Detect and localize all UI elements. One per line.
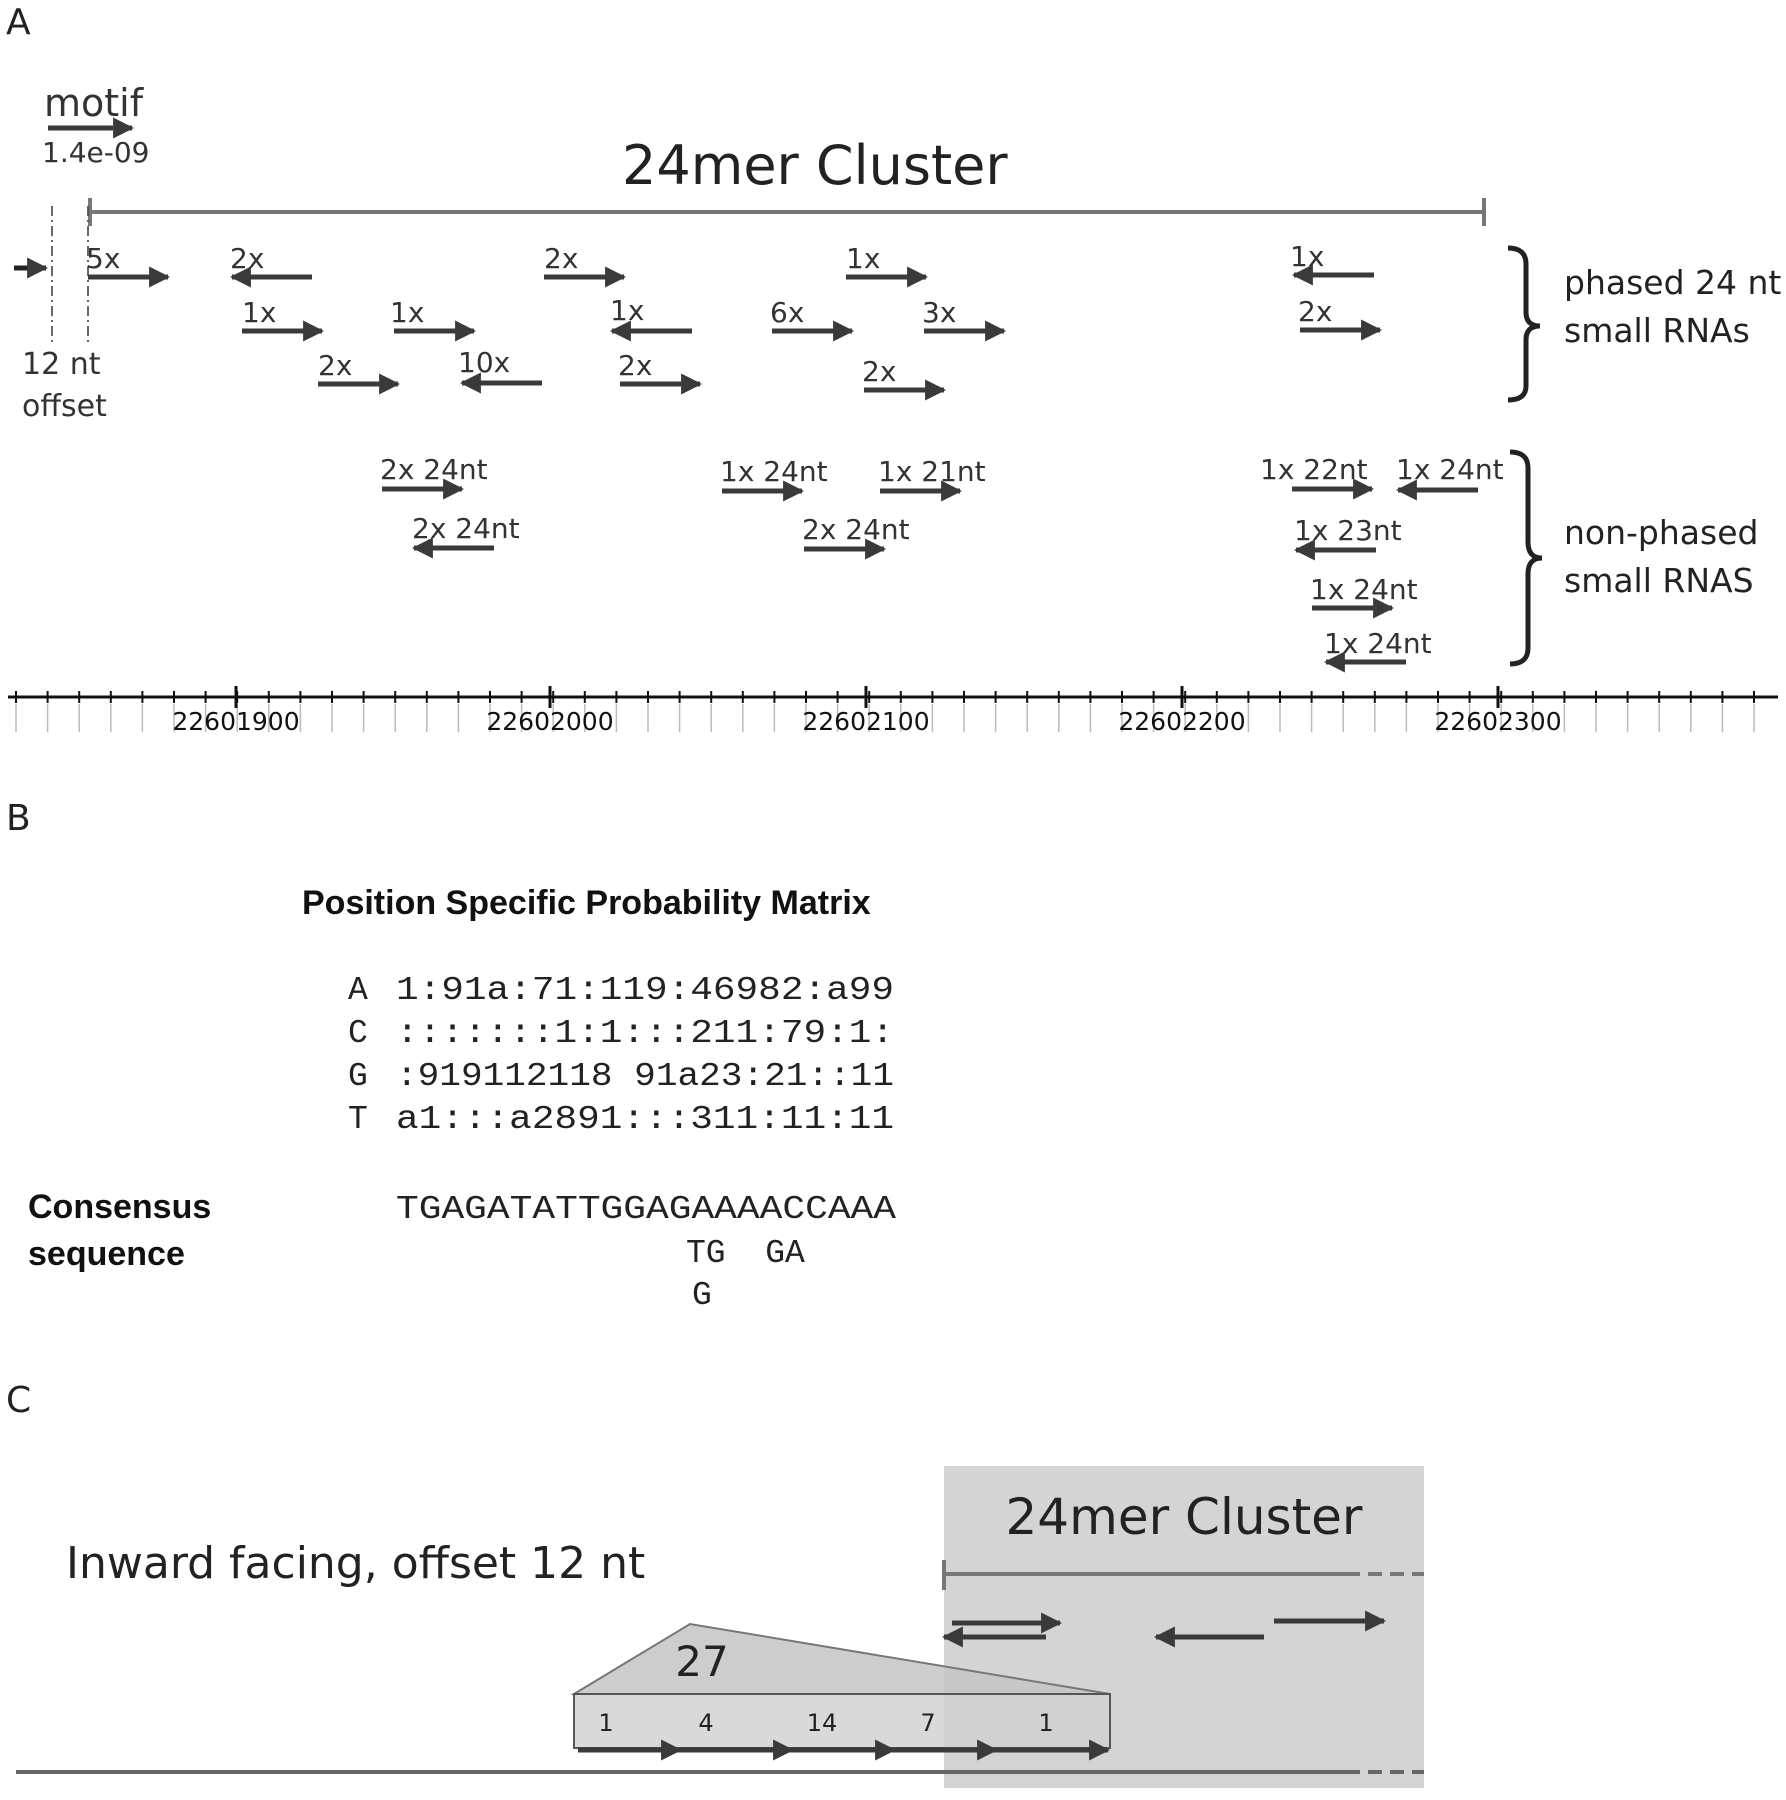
axis-tick-label: 22602000: [486, 707, 613, 736]
phased-count-label: 1x: [846, 242, 880, 275]
phased-count-label: 5x: [86, 242, 120, 275]
matrix-row-base: C: [348, 1015, 368, 1052]
phased-bracket-label-line2: small RNAs: [1564, 311, 1750, 350]
nonphased-bracket-label-line2: small RNAS: [1564, 561, 1754, 600]
cluster-region-title: 24mer Cluster: [1005, 1488, 1362, 1546]
nonphased-label: 1x 24nt: [720, 455, 828, 488]
orientation-label: Inward facing, offset 12 nt: [66, 1538, 645, 1589]
non-phased-small-rnas: 2x 24nt 2x 24nt 1x 24nt 1x 21nt 2x 24nt …: [380, 453, 1504, 673]
panel-c: C 24mer Cluster Inward facing, offset 12…: [6, 1380, 1424, 1788]
phased-count-label: 1x: [610, 294, 644, 327]
nonphased-bracket-label-line1: non-phased: [1564, 513, 1758, 552]
phased-bracket-label-line1: phased 24 nt: [1564, 263, 1781, 302]
cluster-title: 24mer Cluster: [622, 134, 1008, 197]
phased-small-rnas: 5x 2x 2x 1x 1x 1x 1x 1x 6x 3x 2x 2x: [86, 240, 1383, 401]
consensus-alternative-line1: TG GA: [686, 1235, 805, 1272]
motif-instances-box: [573, 1693, 1111, 1749]
matrix-row-base: A: [348, 972, 368, 1009]
motif-total-count: 27: [675, 1637, 728, 1686]
phased-count-label: 2x: [544, 242, 578, 275]
phased-count-label: 2x: [862, 355, 896, 388]
nonphased-bracket: [1509, 449, 1543, 667]
panel-b: B Position Specific Probability Matrix A…: [6, 798, 896, 1314]
panel-b-label: B: [6, 798, 31, 839]
axis-tick-label: 22601900: [172, 707, 299, 736]
motif-segment-count: 4: [698, 1709, 713, 1737]
nonphased-label: 1x 21nt: [878, 455, 986, 488]
phased-count-label: 2x: [230, 242, 264, 275]
panel-c-label: C: [6, 1380, 31, 1421]
genome-axis: 22601900 22602000 22602100 22602200 2260…: [8, 686, 1778, 736]
consensus-alternative-line2: G: [692, 1277, 712, 1314]
phased-count-label: 1x: [1290, 240, 1324, 273]
consensus-sequence: TGAGATATTGGAGAAAACCAAA: [396, 1191, 896, 1228]
motif-segment-count: 1: [598, 1709, 613, 1737]
phased-count-label: 3x: [922, 296, 956, 329]
consensus-label-line2: sequence: [28, 1235, 185, 1273]
matrix-row-values: :919112118 91a23:21::11: [396, 1058, 894, 1095]
phased-count-label: 10x: [458, 346, 510, 379]
axis-tick-label: 22602200: [1118, 707, 1245, 736]
nonphased-label: 1x 23nt: [1294, 514, 1402, 547]
phased-count-label: 1x: [390, 296, 424, 329]
probability-matrix: A 1:91a:71:119:46982:a99 C :::::::1:1:::…: [348, 972, 894, 1138]
nonphased-label: 2x 24nt: [380, 453, 488, 486]
phased-count-label: 2x: [618, 349, 652, 382]
nonphased-label: 1x 24nt: [1310, 573, 1418, 606]
phased-count-label: 2x: [318, 349, 352, 382]
nonphased-label: 2x 24nt: [412, 512, 520, 545]
nonphased-label: 1x 24nt: [1396, 453, 1504, 486]
nonphased-label: 2x 24nt: [802, 513, 910, 546]
matrix-row-values: :::::::1:1:::211:79:1:: [396, 1015, 894, 1052]
matrix-row-base: G: [348, 1058, 368, 1095]
motif-segment-count: 1: [1038, 1709, 1053, 1737]
matrix-title: Position Specific Probability Matrix: [302, 884, 871, 922]
nonphased-label: 1x 24nt: [1324, 627, 1432, 660]
motif-label: motif: [44, 81, 145, 125]
matrix-row-base: T: [348, 1101, 368, 1138]
motif-segment-count: 14: [807, 1709, 838, 1737]
phased-count-label: 6x: [770, 296, 804, 329]
axis-tick-label: 22602300: [1434, 707, 1561, 736]
matrix-row-values: 1:91a:71:119:46982:a99: [396, 972, 894, 1009]
motif-pvalue: 1.4e-09: [42, 136, 150, 169]
phased-count-label: 2x: [1298, 295, 1332, 328]
panel-a-label: A: [6, 2, 31, 43]
nonphased-label: 1x 22nt: [1260, 453, 1368, 486]
motif-segment-count: 7: [920, 1709, 935, 1737]
phased-count-label: 1x: [242, 296, 276, 329]
offset-label-line1: 12 nt: [22, 347, 101, 382]
matrix-row-values: a1:::a2891:::311:11:11: [396, 1101, 894, 1138]
axis-minor-ticks: [15, 691, 1755, 732]
panel-a: A motif 1.4e-09 24mer Cluster 12 nt offs…: [6, 2, 1781, 736]
axis-tick-label: 22602100: [802, 707, 929, 736]
phased-bracket: [1507, 245, 1541, 403]
consensus-label-line1: Consensus: [28, 1188, 211, 1226]
offset-label-line2: offset: [22, 389, 107, 424]
